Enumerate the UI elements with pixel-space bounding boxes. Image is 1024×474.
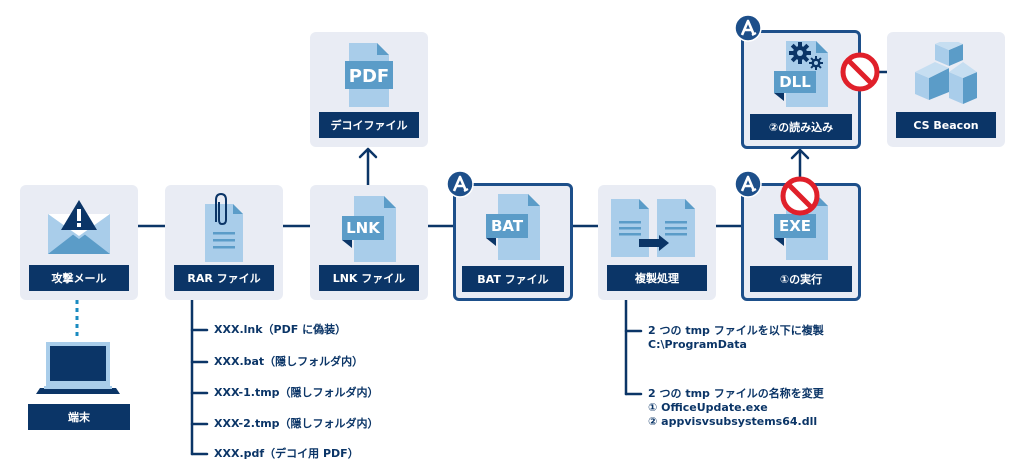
rar-content-item: XXX.pdf（デコイ用 PDF） — [214, 447, 359, 460]
node-copy-process: 複製処理 — [598, 185, 716, 300]
node-lnk-file: LNK LNK ファイル — [310, 185, 428, 300]
rar-content-item: XXX-1.tmp（隠しフォルダ内） — [214, 386, 379, 399]
copy-note: 2 つの tmp ファイルを以下に複製 C:\ProgramData — [648, 324, 824, 352]
dll-file-icon: DLL — [744, 38, 858, 108]
rar-content-item: XXX.bat（隠しフォルダ内） — [214, 355, 364, 368]
file-tag: LNK — [346, 219, 381, 237]
node-label: 複製処理 — [607, 265, 707, 291]
protection-badge-icon — [446, 170, 474, 198]
node-label: RAR ファイル — [174, 265, 274, 291]
node-label: ②の読み込み — [750, 114, 852, 140]
node-label: ①の実行 — [750, 266, 852, 292]
node-decoy-file: PDF デコイファイル — [310, 32, 428, 147]
blocked-icon — [840, 52, 880, 92]
node-label: 攻撃メール — [29, 265, 129, 291]
file-tag: DLL — [779, 73, 811, 91]
node-dll-load: DLL ②の読み込み — [741, 30, 861, 149]
rename-note: 2 つの tmp ファイルの名称を変更 ① OfficeUpdate.exe ②… — [648, 387, 824, 429]
node-label: LNK ファイル — [319, 265, 419, 291]
attached-document-icon — [165, 192, 283, 263]
gear-icon — [789, 42, 823, 70]
node-bat-file: BAT BAT ファイル — [453, 183, 573, 301]
copy-files-icon — [598, 193, 716, 263]
file-tag: BAT — [491, 217, 524, 235]
warning-mail-icon — [20, 193, 138, 263]
node-label: デコイファイル — [319, 112, 419, 138]
file-tag: EXE — [779, 217, 811, 235]
file-tag: PDF — [349, 66, 389, 87]
arrowhead-pdf — [358, 147, 378, 159]
lnk-file-icon: LNK — [310, 193, 428, 263]
bat-file-icon: BAT — [456, 191, 570, 261]
rar-content-item: XXX-2.tmp（隠しフォルダ内） — [214, 417, 379, 430]
rename-note-line: ① OfficeUpdate.exe — [648, 401, 768, 414]
node-exe-run: EXE ①の実行 — [741, 183, 861, 301]
node-attack-mail: 攻撃メール — [20, 185, 138, 300]
laptop-icon — [36, 342, 120, 398]
protection-badge-icon — [734, 170, 762, 198]
node-label: CS Beacon — [896, 112, 996, 138]
node-label: BAT ファイル — [462, 266, 564, 292]
cubes-icon — [887, 40, 1005, 110]
copy-note-line: 2 つの tmp ファイルを以下に複製 — [648, 324, 824, 337]
rename-note-line: ② appvisvsubsystems64.dll — [648, 415, 818, 428]
node-rar-file: RAR ファイル — [165, 185, 283, 300]
blocked-icon — [780, 176, 820, 216]
copy-note-line: C:\ProgramData — [648, 338, 747, 351]
arrowhead-dll — [790, 148, 810, 160]
rename-note-line: 2 つの tmp ファイルの名称を変更 — [648, 387, 824, 400]
terminal-label: 端末 — [28, 404, 130, 430]
pdf-file-icon: PDF — [310, 40, 428, 110]
protection-badge-icon — [734, 14, 762, 42]
node-cs-beacon: CS Beacon — [887, 32, 1005, 147]
rar-content-item: XXX.lnk（PDF に偽装） — [214, 323, 347, 336]
